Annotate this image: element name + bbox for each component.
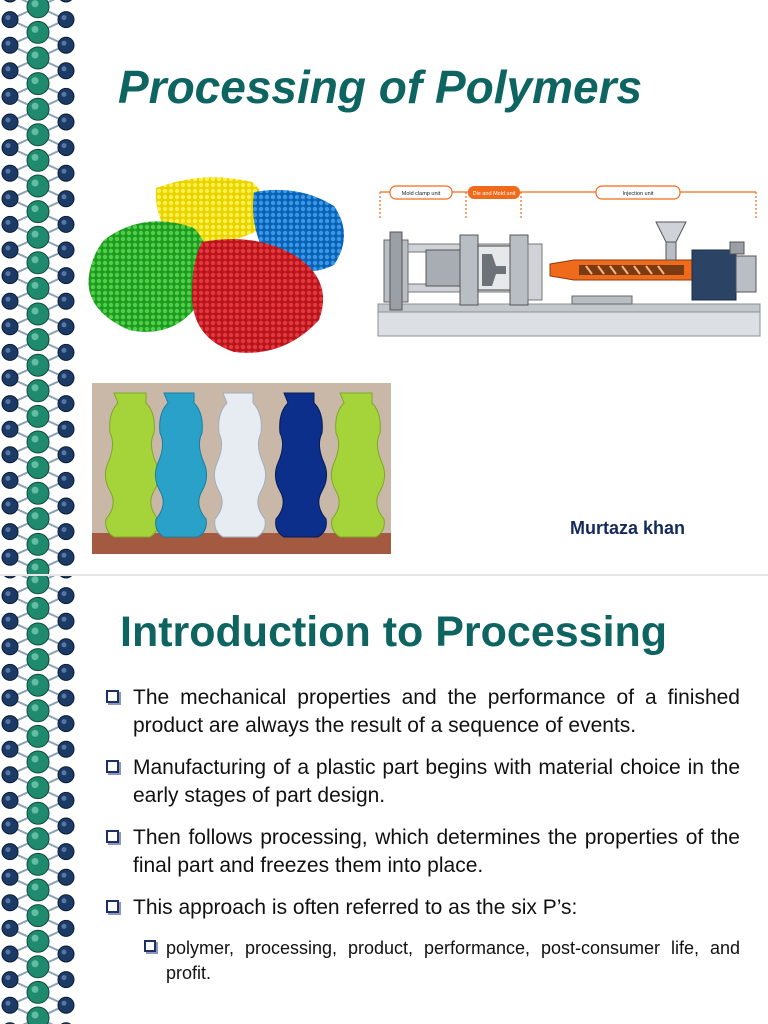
sub-list-item-text: polymer, processing, product, performanc…: [166, 938, 740, 983]
list-item: This approach is often referred to as th…: [104, 894, 740, 922]
injection-molding-machine-diagram: Mold clamp unit Die and Mold unit Inject…: [377, 185, 761, 337]
molecule-chain-decoration: [1, 0, 75, 575]
list-item-text: The mechanical properties and the perfor…: [133, 686, 740, 737]
page-title: Processing of Polymers: [118, 61, 643, 113]
checkbox-bullet-icon: [106, 900, 119, 913]
slide-divider: [0, 574, 768, 576]
slide-introduction-to-processing: Introduction to Processing The mechanica…: [0, 576, 768, 1024]
list-item-text: Then follows processing, which determine…: [133, 826, 740, 877]
slide-processing-of-polymers: Processing of Polymers Mold clamp unit D…: [1, 0, 761, 575]
checkbox-bullet-icon: [106, 760, 119, 773]
list-item-text: This approach is often referred to as th…: [133, 896, 578, 919]
author-name: Murtaza khan: [570, 518, 686, 538]
list-item-text: Manufacturing of a plastic part begins w…: [133, 756, 740, 807]
molecule-chain-decoration: [1, 576, 75, 1024]
checkbox-bullet-icon: [144, 940, 156, 952]
sub-list-item: polymer, processing, product, performanc…: [142, 936, 740, 986]
list-item: Manufacturing of a plastic part begins w…: [104, 754, 740, 810]
checkbox-bullet-icon: [106, 690, 119, 703]
die-mold-label: Die and Mold unit: [473, 191, 516, 197]
mold-clamp-label: Mold clamp unit: [402, 191, 441, 197]
slide-title: Introduction to Processing: [120, 608, 668, 656]
bullet-list: The mechanical properties and the perfor…: [104, 684, 740, 986]
injection-unit-label: Injection unit: [623, 191, 654, 197]
list-item: Then follows processing, which determine…: [104, 824, 740, 880]
plastic-pellets-image: [88, 177, 344, 353]
list-item: The mechanical properties and the perfor…: [104, 684, 740, 740]
plastic-bottles-image: [92, 383, 391, 554]
checkbox-bullet-icon: [106, 830, 119, 843]
